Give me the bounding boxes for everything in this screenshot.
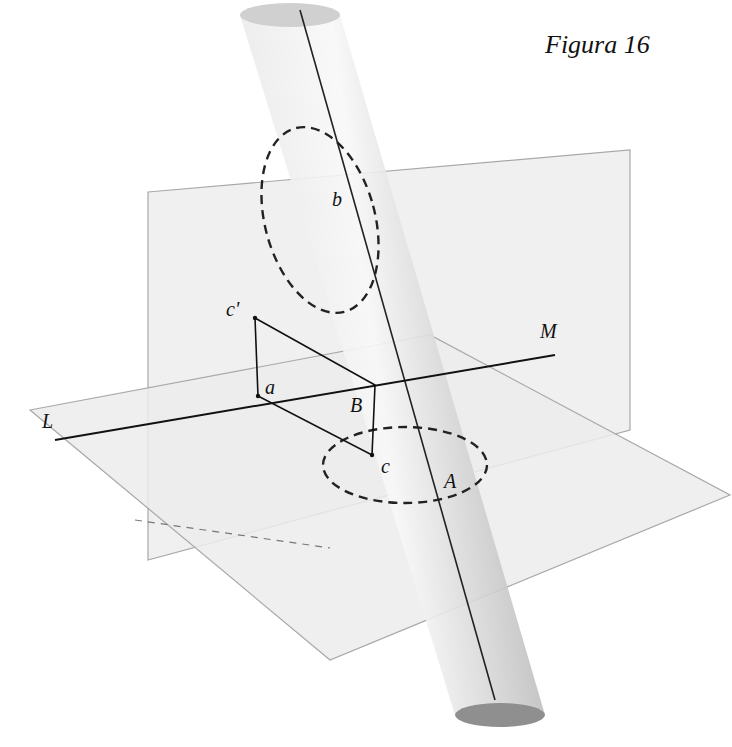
point-label: c'	[226, 298, 239, 320]
cylinder-axis	[300, 10, 495, 700]
hidden-line	[135, 520, 330, 548]
point-label: B	[350, 394, 362, 416]
point-label: c	[381, 455, 390, 477]
point-label: b	[332, 188, 342, 210]
horizontal-section	[323, 427, 487, 503]
point-label: M	[540, 320, 557, 342]
projection-lines	[255, 318, 375, 455]
point-label: L	[42, 410, 53, 432]
ground-line	[55, 355, 555, 440]
horizontal-plane	[30, 335, 730, 660]
vertical-section	[242, 114, 397, 326]
cylinder-bottom	[455, 703, 545, 727]
cylinder-top	[240, 3, 340, 27]
point	[253, 316, 257, 320]
figure-title: Figura 16	[545, 30, 650, 60]
point	[370, 453, 374, 457]
point	[256, 394, 260, 398]
point-label: A	[444, 470, 456, 492]
point-label: a	[265, 376, 275, 398]
